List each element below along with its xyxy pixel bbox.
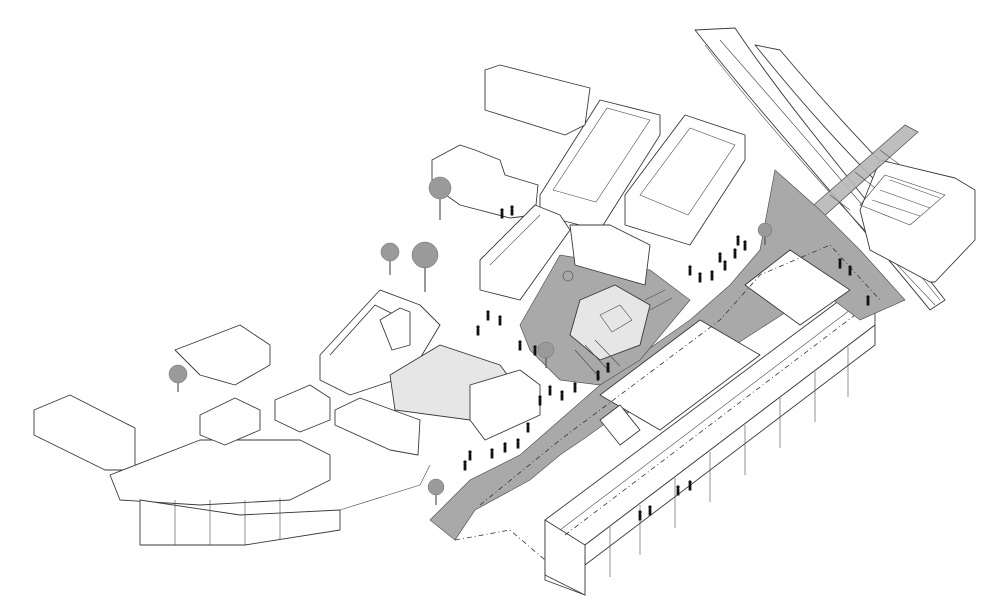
person-figure [848,265,852,276]
tree [168,364,188,392]
person-figure [596,370,600,381]
person-figure [866,295,870,306]
person-figure [638,510,642,521]
person-figure [518,340,522,351]
person-figure [676,485,680,496]
tree [411,241,439,292]
person-figure [723,260,727,271]
tree [427,478,445,505]
buildings-southwest [33,324,431,546]
tree [537,341,555,368]
paved-plaza [429,169,906,561]
person-figure [500,208,504,219]
person-figure [736,235,740,246]
tree [757,222,773,245]
person-figure [468,450,472,461]
person-figure [688,265,692,276]
person-figure [838,258,842,269]
person-figure [516,438,520,449]
person-figure [463,460,467,471]
person-figure [733,248,737,259]
terrace-row [544,299,876,596]
person-figure [718,252,722,263]
person-figure [486,310,490,321]
sunken-court [519,254,691,386]
person-figure [510,205,514,216]
person-figure [490,448,494,459]
person-figure [476,325,480,336]
person-figure [526,422,530,433]
person-figure [548,385,552,396]
buildings-cluster [319,144,651,456]
person-figure [498,315,502,326]
person-figure [560,390,564,401]
person-figure [538,395,542,406]
person-figure [533,345,537,356]
person-figure [688,480,692,491]
tree [380,242,400,275]
tree [428,176,452,220]
person-figure [573,382,577,393]
trees [168,176,773,505]
person-figure [743,240,747,251]
building-northeast [859,159,976,283]
people-figures [463,205,870,521]
person-figure [606,362,610,373]
person-figure [648,505,652,516]
warehouses [484,64,746,246]
person-figure [503,442,507,453]
person-figure [698,272,702,283]
person-figure [710,270,714,281]
